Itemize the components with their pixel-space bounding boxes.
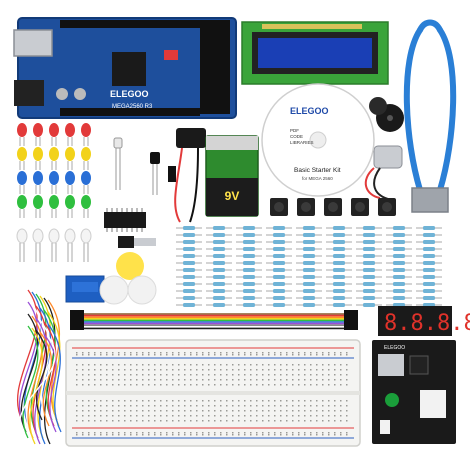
module-label: ELEGOO — [384, 345, 405, 351]
cd-title: Basic Starter Kit — [294, 167, 341, 174]
usb-cable — [403, 19, 457, 213]
battery-clip — [176, 128, 206, 148]
lcd-1602-module — [241, 21, 389, 85]
cd-line-3: LIBRARIES — [290, 140, 314, 145]
cd-line-2: CODE — [290, 134, 303, 139]
power-supply-module: ELEGOO — [372, 340, 456, 444]
push-buttons — [270, 198, 396, 216]
usb-port — [13, 29, 53, 57]
buzzer — [369, 97, 404, 132]
tutorial-cd: ELEGOO PDF CODE LIBRARIES Basic Starter … — [261, 83, 375, 197]
fan-blades — [99, 252, 157, 305]
module-led — [385, 393, 399, 407]
7-segment-display: 8.8.8.8. — [378, 306, 470, 336]
lcd-screen — [258, 38, 372, 68]
reset-button — [164, 50, 178, 60]
ic-chip — [104, 208, 146, 232]
ribbon-cable — [70, 310, 358, 330]
jumper-wires — [16, 289, 62, 445]
board-brand-label: ELEGOO — [110, 89, 149, 99]
dc-motor — [364, 145, 403, 201]
module-usb-port — [378, 354, 404, 376]
white-leds — [16, 228, 92, 262]
svg-text:9V: 9V — [225, 189, 240, 203]
relay — [65, 275, 105, 303]
cd-brand-label: ELEGOO — [290, 106, 329, 116]
board-model-label: MEGA2560 R3 — [112, 104, 153, 110]
cd-line-1: PDF — [290, 128, 299, 133]
breadboard — [65, 339, 361, 447]
power-jack — [14, 80, 44, 106]
segment-digits: 8.8.8.8. — [384, 311, 470, 336]
resistor-array — [176, 226, 442, 307]
potentiometer — [118, 236, 156, 248]
9v-battery: 9V — [174, 128, 259, 223]
led-grid — [17, 123, 91, 218]
small-components — [113, 137, 176, 195]
mega2560-board: ELEGOO MEGA2560 R3 — [13, 17, 237, 119]
cd-subtitle: for MEGA 2560 — [302, 176, 333, 181]
microcontroller-chip — [112, 52, 146, 86]
